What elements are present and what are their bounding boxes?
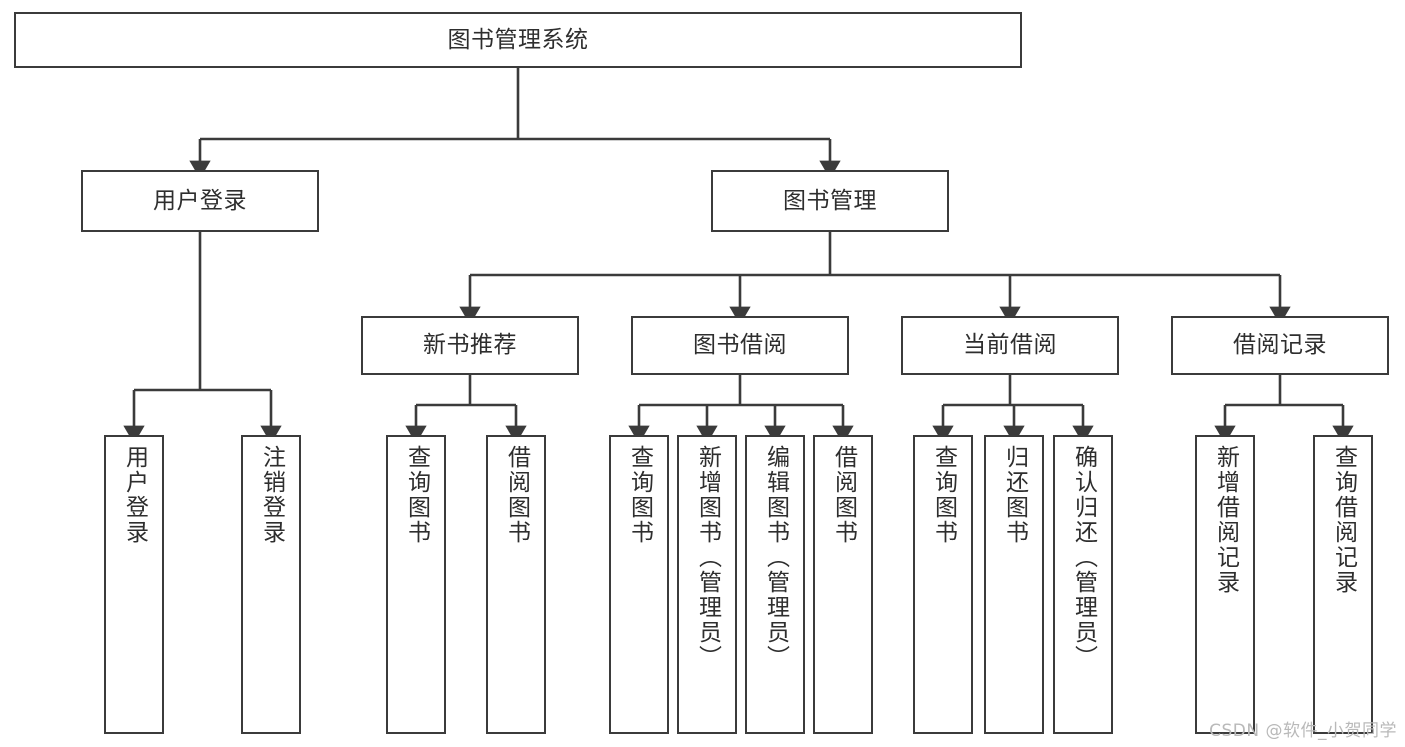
node-label: 图书管理 — [783, 187, 877, 214]
node-label: 归还图书 — [1001, 445, 1028, 545]
node-label: 借阅图书 — [503, 445, 530, 545]
node-bookmgmt[interactable]: 图书管理 — [711, 170, 949, 232]
node-leaf-new-1[interactable]: 查询图书 — [386, 435, 446, 734]
node-label: 图书借阅 — [693, 332, 787, 359]
node-newbook[interactable]: 新书推荐 — [361, 316, 579, 375]
node-leaf-login-1[interactable]: 用户登录 — [104, 435, 164, 734]
node-label: 查询图书 — [403, 445, 430, 545]
node-label: 图书管理系统 — [447, 26, 589, 53]
node-records[interactable]: 借阅记录 — [1171, 316, 1389, 375]
node-label: 查询借阅记录 — [1330, 445, 1357, 595]
node-label: 当前借阅 — [963, 332, 1057, 359]
node-leaf-borrow-3[interactable]: 编辑图书（管理员） — [745, 435, 805, 734]
node-label: 用户登录 — [153, 187, 247, 214]
node-label: 新增图书（管理员） — [694, 445, 721, 670]
node-label: 编辑图书（管理员） — [762, 445, 789, 670]
node-leaf-borrow-1[interactable]: 查询图书 — [609, 435, 669, 734]
node-leaf-login-2[interactable]: 注销登录 — [241, 435, 301, 734]
node-label: 用户登录 — [121, 445, 148, 545]
node-login[interactable]: 用户登录 — [81, 170, 319, 232]
node-label: 新增借阅记录 — [1212, 445, 1239, 595]
node-leaf-rec-2[interactable]: 查询借阅记录 — [1313, 435, 1373, 734]
node-root[interactable]: 图书管理系统 — [14, 12, 1022, 68]
node-current[interactable]: 当前借阅 — [901, 316, 1119, 375]
node-label: 借阅图书 — [830, 445, 857, 545]
node-label: 借阅记录 — [1233, 332, 1327, 359]
node-label: 注销登录 — [258, 445, 285, 545]
node-borrow[interactable]: 图书借阅 — [631, 316, 849, 375]
node-leaf-cur-1[interactable]: 查询图书 — [913, 435, 973, 734]
node-leaf-new-2[interactable]: 借阅图书 — [486, 435, 546, 734]
node-label: 确认归还（管理员） — [1070, 445, 1097, 670]
node-leaf-cur-3[interactable]: 确认归还（管理员） — [1053, 435, 1113, 734]
node-label: 查询图书 — [626, 445, 653, 545]
node-label: 新书推荐 — [423, 332, 517, 359]
node-leaf-borrow-4[interactable]: 借阅图书 — [813, 435, 873, 734]
node-leaf-cur-2[interactable]: 归还图书 — [984, 435, 1044, 734]
node-label: 查询图书 — [930, 445, 957, 545]
node-leaf-borrow-2[interactable]: 新增图书（管理员） — [677, 435, 737, 734]
node-leaf-rec-1[interactable]: 新增借阅记录 — [1195, 435, 1255, 734]
